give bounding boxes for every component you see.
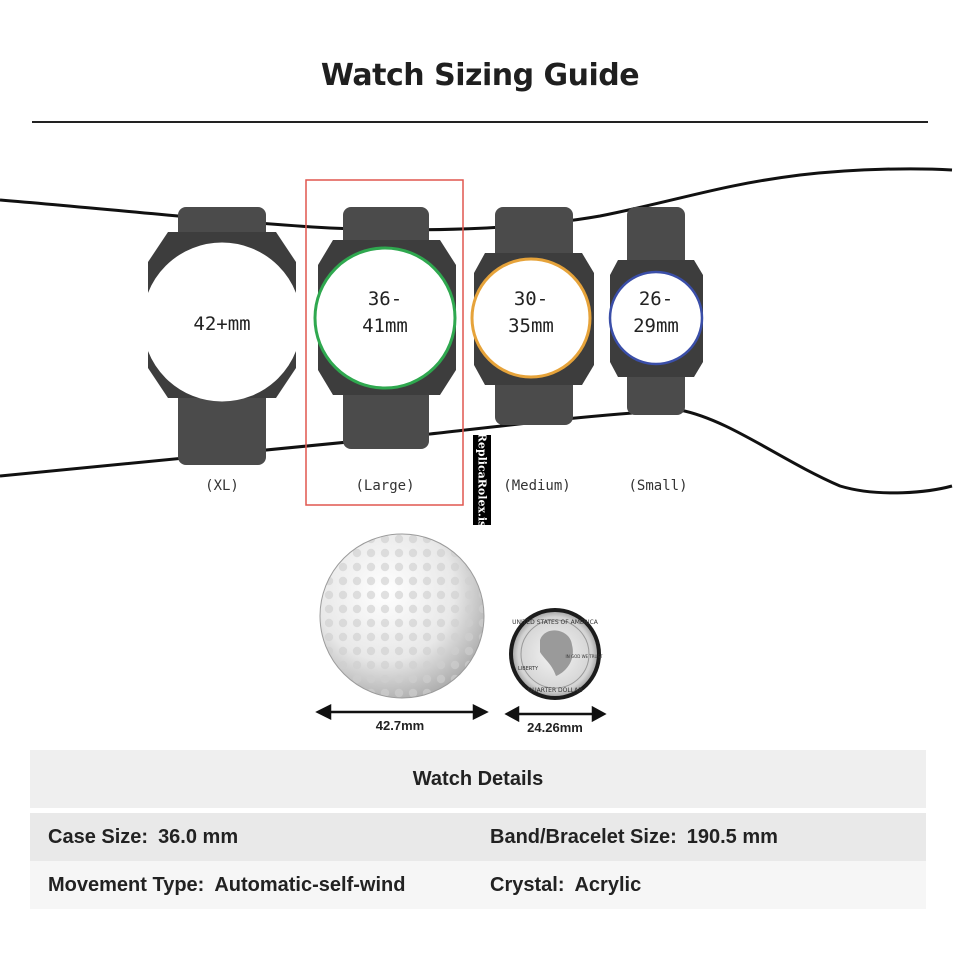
movement-type-label: Movement Type: — [48, 873, 205, 896]
size-label-medium: (Medium) — [503, 478, 571, 494]
face-text-large-2: 41mm — [362, 315, 408, 337]
title-divider — [32, 121, 928, 123]
case-size-value: 36.0 mm — [158, 825, 239, 848]
band-size-value: 190.5 mm — [686, 825, 778, 848]
watermark-text: ReplicaRolex.is — [475, 432, 489, 528]
crystal-value: Acrylic — [574, 873, 642, 896]
watch-details-table: Watch Details Case Size: 36.0 mm Band/Br… — [30, 750, 926, 909]
watch-xl: 42+mm — [142, 207, 302, 465]
coin-text-left: LIBERTY — [518, 666, 539, 672]
watch-face-xl — [142, 242, 302, 402]
watch-details-header: Watch Details — [30, 750, 926, 808]
watch-face-small — [608, 270, 704, 366]
size-label-small: (Small) — [628, 478, 688, 494]
wrist-diagram: 42+mm 36- 41mm 30- 35mm 26- 29mm — [0, 167, 953, 506]
details-row: Case Size: 36.0 mm Band/Bracelet Size: 1… — [30, 813, 926, 861]
coin-size-label: 24.26mm — [527, 720, 583, 735]
movement-type-value: Automatic-self-wind — [214, 873, 406, 896]
face-text-medium-1: 30- — [514, 288, 548, 310]
case-size-label: Case Size: — [48, 825, 149, 848]
crystal-label: Crystal: — [490, 873, 565, 896]
watch-large: 36- 41mm — [313, 207, 457, 449]
size-label-xl: (XL) — [205, 478, 239, 494]
face-text-small-2: 29mm — [633, 315, 679, 337]
watch-medium: 30- 35mm — [470, 207, 594, 425]
face-text-medium-2: 35mm — [508, 315, 554, 337]
watermark-badge: ReplicaRolex.is — [473, 432, 491, 528]
reference-objects: UNITED STATES OF AMERICA LIBERTY IN GOD … — [315, 533, 607, 723]
face-text-large-1: 36- — [368, 288, 402, 310]
details-row: Movement Type: Automatic-self-wind Cryst… — [30, 861, 926, 909]
size-label-large: (Large) — [355, 478, 415, 494]
watch-face-medium — [470, 257, 592, 379]
watch-face-large — [313, 246, 457, 390]
large-highlight-box — [305, 179, 464, 506]
band-size-cell: Band/Bracelet Size: 190.5 mm — [490, 826, 926, 849]
coin-measure-arrow — [504, 705, 607, 723]
band-size-label: Band/Bracelet Size: — [490, 825, 677, 848]
golf-ball — [319, 533, 485, 699]
coin-text-right: IN GOD WE TRUST — [566, 654, 603, 659]
coin-text-bottom: QUARTER DOLLAR — [528, 687, 583, 694]
coin-text-top: UNITED STATES OF AMERICA — [512, 619, 599, 626]
face-text-small-1: 26- — [639, 288, 673, 310]
quarter-coin: UNITED STATES OF AMERICA LIBERTY IN GOD … — [509, 608, 603, 700]
case-size-cell: Case Size: 36.0 mm — [30, 826, 490, 849]
page-title: Watch Sizing Guide — [320, 58, 640, 93]
movement-type-cell: Movement Type: Automatic-self-wind — [30, 874, 490, 897]
crystal-cell: Crystal: Acrylic — [490, 874, 926, 897]
golf-ball-size-label: 42.7mm — [375, 718, 425, 733]
golf-ball-measure-arrow — [315, 703, 489, 721]
face-text-xl: 42+mm — [193, 313, 250, 335]
wrist-outline-top — [0, 167, 953, 232]
watch-small: 26- 29mm — [608, 207, 704, 415]
